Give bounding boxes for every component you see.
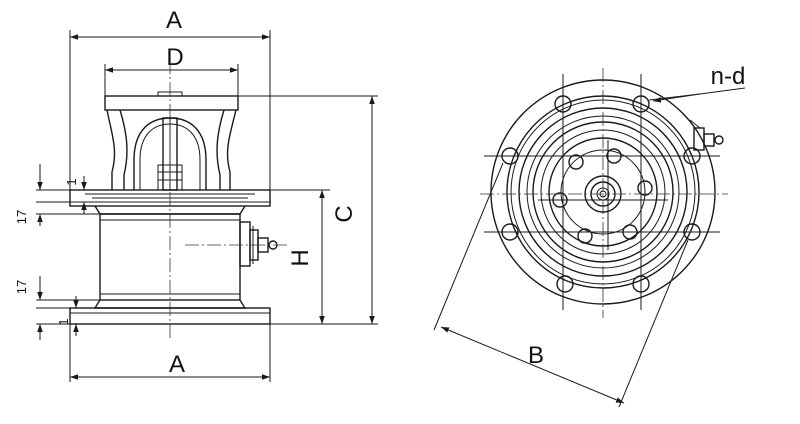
dim-label-b: B xyxy=(528,342,544,369)
inner-bolt-holes xyxy=(552,148,653,244)
dim-label-h: H xyxy=(287,249,314,266)
side-view: A D A C H 1 17 xyxy=(14,7,378,382)
top-view: n-d B xyxy=(433,63,746,408)
dim-label-1-upper: 1 xyxy=(64,178,79,185)
dim-label-17-upper: 17 xyxy=(14,210,29,224)
dim-label-17-lower: 17 xyxy=(14,280,29,294)
dim-label-1-lower: 1 xyxy=(56,318,71,325)
top-cap xyxy=(104,95,239,111)
dim-label-a-bottom: A xyxy=(169,351,185,378)
dim-label-a-top: A xyxy=(166,7,182,34)
label-n-d: n-d xyxy=(711,63,746,90)
top-view-fitting xyxy=(689,119,724,151)
bell-housing xyxy=(106,109,237,190)
dim-label-d: D xyxy=(166,44,183,71)
dim-label-c: C xyxy=(331,205,358,222)
side-fitting xyxy=(239,221,278,267)
